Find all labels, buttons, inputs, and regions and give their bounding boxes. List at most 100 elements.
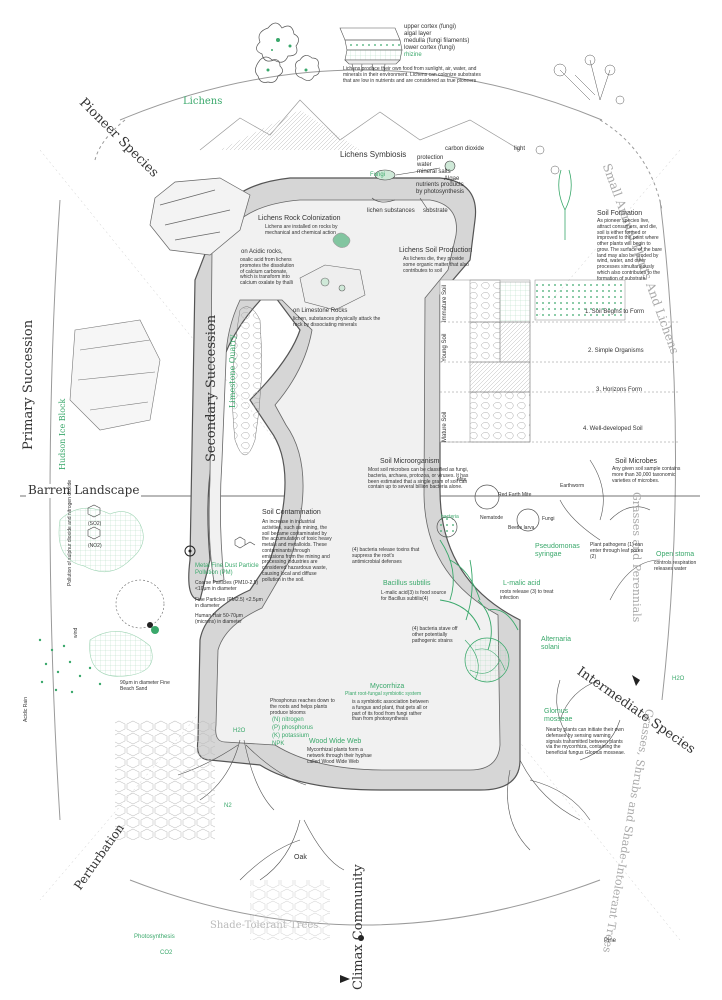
bacteria-stave-text: (4) bacteria stave off other potentially… <box>412 626 458 644</box>
pathogen-text: Plant pathogens (1) can enter through le… <box>590 542 644 560</box>
lichen-layer-list: upper cortex (fungi) algal layer medulla… <box>404 24 469 58</box>
organism-nematode: Nematode <box>480 515 504 521</box>
rock-colonized <box>299 232 366 311</box>
co2-label: CO2 <box>160 950 173 956</box>
bacillus-text: L-malic acid(3) is food source for Bacil… <box>381 590 447 602</box>
nitrogen-label: (N) nitrogen <box>272 717 304 723</box>
root-system <box>177 739 591 881</box>
contamination-text: An increase in industrial activities, su… <box>262 519 332 583</box>
immature-soil-label: Immature Soil <box>442 284 448 322</box>
plants-right <box>556 459 661 761</box>
limestone-column <box>232 306 262 456</box>
glomus-title: Glomus mosseae <box>544 708 573 724</box>
h2o-left: H2O <box>233 728 246 734</box>
acidic-rocks-text: oxalic acid from lichens promotes the di… <box>240 257 295 286</box>
algae-label: Algae <box>444 176 460 182</box>
phosphorus-text: Phosphorus reaches down to the roots and… <box>270 698 335 716</box>
lichen-layer: algal layer <box>404 30 432 37</box>
lmalic-title: L-malic acid <box>503 580 541 587</box>
label-limestone-quarry: Limestone Quarry <box>228 334 237 408</box>
organism-mite: Mite <box>457 477 467 483</box>
coarse-particles: Coarse Particles (PM10-2.5) <10μm in dia… <box>195 580 259 592</box>
so2-label: (SO2) <box>88 521 102 527</box>
fungi-label: Fungi <box>370 172 386 178</box>
open-stoma-title: Open stoma <box>656 551 695 558</box>
human-hair: Human Hair 50-70μm (microns) in diameter <box>195 613 243 625</box>
wood-wide-web-title: Wood Wide Web <box>309 738 362 745</box>
bacteria-roots <box>439 539 519 651</box>
lichens-description: Lichens produce their own food from sunl… <box>343 66 481 84</box>
carbon-dioxide-label: carbon dioxide <box>445 146 485 152</box>
no2-label: (NO2) <box>88 543 102 549</box>
climax-dot <box>358 935 364 941</box>
npk-label: NPK <box>272 741 285 747</box>
wood-wide-web-text: Mycorrhizal plants form a network throug… <box>307 747 372 765</box>
microorganism-text: Most soil microbes can be classified as … <box>368 467 469 491</box>
pm-title: Metal Fine Dust Particle Pollution (PM) <box>195 563 259 576</box>
fine-particles: Fine Particles (PM2.5) <2.5μm in diamete… <box>195 597 263 609</box>
organism-beetle-larva: Beetle larva <box>508 525 535 531</box>
acidic-rain-label: Acidic Rain <box>23 696 29 722</box>
soil-step-3: 3. Horizons Form <box>596 387 643 393</box>
protection-label: protection <box>417 155 444 161</box>
lichen-layer: rhizine <box>404 51 422 58</box>
label-secondary-succession: Secondary Succession <box>204 314 219 462</box>
potassium-label: (K) potassium <box>272 733 310 739</box>
pollution-label: Pollution of sulphur dioxide and nitroge… <box>67 479 73 586</box>
pollution-cloud <box>58 507 165 677</box>
lichen-cross-section <box>339 27 403 73</box>
colonization-description: Lichens are installed on rocks by mechan… <box>265 224 338 236</box>
lmalic-text: roots release (3) to treat infection <box>500 589 554 601</box>
colonization-title: Lichens Rock Colonization <box>258 215 341 222</box>
leaf-pattern <box>115 720 215 840</box>
mature-soil-label: Mature Soil <box>442 411 448 442</box>
photosynthesis-bottom: Photosynthesis <box>134 934 175 940</box>
organism-bacteria: bacteria <box>441 514 459 520</box>
n2-label: N2 <box>224 803 232 809</box>
organism-red-mite: Red Earth Mite <box>498 492 532 498</box>
hudson-ice-block <box>69 319 161 431</box>
soil-step-4: 4. Well-developed Soil <box>583 426 643 432</box>
glomus-text: Nearby plants can initiate their own def… <box>546 727 626 756</box>
mycorrhiza-text: is a symbiotic association between a fun… <box>352 699 429 723</box>
young-soil-label: Young Soil <box>442 333 448 362</box>
nutrients-label: nutrients products <box>416 182 464 188</box>
lichen-layer: lower cortex (fungi) <box>404 44 456 51</box>
soil-production-title: Lichens Soil Production <box>399 247 473 254</box>
h2o-right: H2O <box>672 676 685 682</box>
open-stoma-text: controls respiration releases water <box>654 560 697 572</box>
limestone-rocks-text: lichen, substances physically attack the… <box>293 316 381 328</box>
label-barren-landscape: Barren Landscape <box>26 483 142 498</box>
pine-label: Pine <box>604 938 617 944</box>
water-label: water <box>417 162 432 168</box>
seedling-right <box>558 169 572 240</box>
label-climax-community: Climax Community <box>351 864 366 990</box>
soil-formation-title: Soil Formation <box>597 210 643 217</box>
microorganism-title: Soil Microorganism <box>380 458 440 465</box>
phosphorus-label: (P) phosphorus <box>272 725 314 731</box>
mineral-label: mineral salts <box>417 169 451 175</box>
soil-microbes-text: Any given soil sample contains more than… <box>612 466 681 484</box>
radiation-icon <box>184 545 196 557</box>
alternaria-title: Alternaria solani <box>541 636 571 652</box>
bacteria-toxins-text: (4) bacteria release toxins that suppres… <box>352 547 420 565</box>
soil-formation-text: As pioneer species live, attract consume… <box>597 218 662 282</box>
soil-production-text: As lichens die, they provide some organi… <box>403 256 469 274</box>
molecule-icons <box>87 504 256 549</box>
micro-magnifiers <box>436 484 540 683</box>
label-shade-tolerant: Shade-Tolerant Trees <box>210 920 319 931</box>
lichen-layer: upper cortex (fungi) <box>404 24 457 30</box>
limestone-rocks-title: on Limestone Rocks <box>293 308 348 314</box>
dandelion-seeds <box>535 54 625 175</box>
symbiosis-diagram <box>371 160 456 211</box>
mycorrhiza-title: Mycorrhiza <box>370 683 405 690</box>
pseudomonas-title: Pseudomonas syringae <box>535 543 580 559</box>
label-hudson-ice-block: Hudson Ice Block <box>58 398 67 470</box>
acidic-rocks-title: on Acidic rocks, <box>241 249 283 255</box>
soil-profile <box>439 279 680 443</box>
soil-step-2: 2. Simple Organisms <box>588 348 644 354</box>
rain-dots <box>38 638 102 694</box>
substrate-label: substrate <box>423 208 448 214</box>
